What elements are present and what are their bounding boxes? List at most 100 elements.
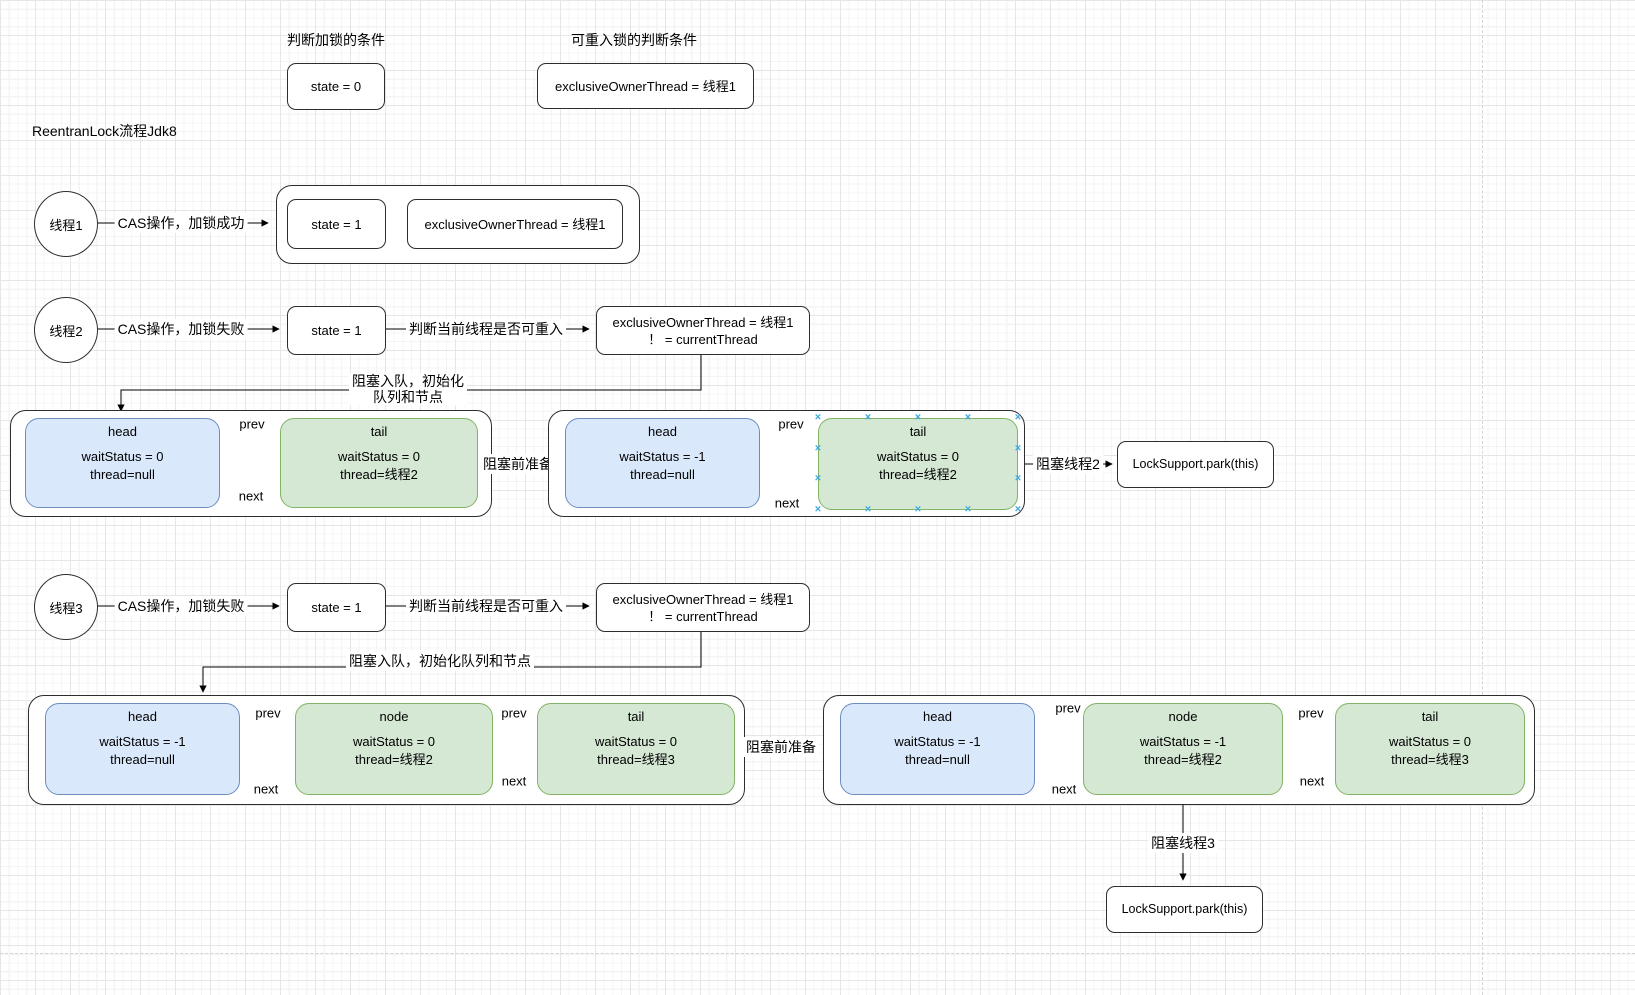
state-box-thread1[interactable]: state = 1	[287, 199, 386, 249]
edge-label-block-thread3[interactable]: 阻塞线程3	[1148, 833, 1218, 853]
edge-label-next[interactable]: next	[235, 488, 267, 504]
selection-handle-icon[interactable]: ×	[914, 503, 922, 516]
queue-node-title: head	[128, 709, 157, 724]
selection-handle-icon[interactable]: ×	[864, 411, 872, 424]
page-boundary-horizontal	[0, 953, 1635, 954]
queue-node-title: node	[1168, 709, 1198, 724]
queue-node-line1: waitStatus = -1	[619, 449, 706, 464]
edge-label-block-thread2[interactable]: 阻塞线程2	[1033, 454, 1103, 474]
queue-node-line1: waitStatus = 0	[1388, 734, 1472, 749]
owner-box-thread3-line2: ！ = currentThread	[648, 608, 758, 624]
owner-box-thread3[interactable]: exclusiveOwnerThread = 线程1 ！ = currentTh…	[596, 583, 810, 632]
queue-node-title: tail	[1421, 709, 1439, 724]
edge-label-next[interactable]: next	[771, 495, 803, 511]
queue2-tail-node-selected[interactable]: tail waitStatus = 0 thread=线程2	[818, 418, 1018, 510]
queue-node-line2: thread=null	[630, 467, 695, 482]
queue-node-line1: waitStatus = -1	[1139, 734, 1227, 749]
edge-label-thread1-cas[interactable]: CAS操作，加锁成功	[114, 213, 248, 233]
queue1-head-node[interactable]: head waitStatus = 0 thread=null	[25, 418, 220, 508]
queue-node-line2: thread=线程2	[879, 467, 957, 482]
selection-handle-icon[interactable]: ×	[964, 503, 972, 516]
queue-node-line2: thread=线程2	[1144, 752, 1222, 767]
queue3-middle-node[interactable]: node waitStatus = 0 thread=线程2	[295, 703, 493, 795]
edge-label-next[interactable]: next	[1296, 773, 1328, 789]
selection-handle-icon[interactable]: ×	[1014, 503, 1022, 516]
edge-label-prev[interactable]: prev	[252, 705, 284, 721]
edge-label-prev[interactable]: prev	[1052, 700, 1084, 716]
queue-node-line2: thread=null	[110, 752, 175, 767]
selection-handle-icon[interactable]: ×	[1014, 442, 1022, 455]
queue-node-title: tail	[909, 424, 927, 439]
actor-thread1[interactable]: 线程1	[34, 191, 98, 257]
owner-box-thread2[interactable]: exclusiveOwnerThread = 线程1 ！ = currentTh…	[596, 306, 810, 355]
selection-handle-icon[interactable]: ×	[814, 503, 822, 516]
reentrant-condition-box[interactable]: exclusiveOwnerThread = 线程1	[537, 63, 754, 109]
enqueue-label-line2: 队列和节点	[373, 389, 443, 405]
queue-node-line1: waitStatus = 0	[352, 734, 436, 749]
selection-handle-icon[interactable]: ×	[1014, 472, 1022, 485]
edge-label-next[interactable]: next	[250, 781, 282, 797]
edge-label-thread3-check[interactable]: 判断当前线程是否可重入	[406, 596, 566, 616]
edge-label-thread2-enqueue[interactable]: 阻塞入队，初始化 队列和节点	[349, 373, 467, 405]
owner-box-thread3-line1: exclusiveOwnerThread = 线程1	[612, 591, 794, 607]
queue4-middle-node[interactable]: node waitStatus = -1 thread=线程2	[1083, 703, 1283, 795]
edge-label-next[interactable]: next	[1048, 781, 1080, 797]
edge-label-prev[interactable]: prev	[775, 416, 807, 432]
queue-node-title: head	[923, 709, 952, 724]
reentrant-condition-label: 可重入锁的判断条件	[571, 32, 697, 48]
diagram-title: ReentranLock流程Jdk8	[32, 123, 177, 139]
page-boundary-vertical	[1482, 0, 1483, 995]
queue1-tail-node[interactable]: tail waitStatus = 0 thread=线程2	[280, 418, 478, 508]
queue-node-title: tail	[370, 424, 388, 439]
edge-label-thread3-enqueue[interactable]: 阻塞入队，初始化队列和节点	[346, 651, 534, 671]
queue-node-line2: thread=null	[90, 467, 155, 482]
edge-label-prepare2[interactable]: 阻塞前准备	[480, 454, 556, 474]
selection-handle-icon[interactable]: ×	[814, 442, 822, 455]
queue-node-title: node	[379, 709, 409, 724]
lock-condition-label: 判断加锁的条件	[287, 32, 385, 48]
queue4-head-node[interactable]: head waitStatus = -1 thread=null	[840, 703, 1035, 795]
enqueue-label-line1: 阻塞入队，初始化	[352, 373, 464, 389]
queue-node-title: head	[108, 424, 137, 439]
park-box-thread2[interactable]: LockSupport.park(this)	[1117, 441, 1274, 488]
state-box-thread3[interactable]: state = 1	[287, 583, 386, 632]
edge-label-prev[interactable]: prev	[498, 705, 530, 721]
queue2-head-node[interactable]: head waitStatus = -1 thread=null	[565, 418, 760, 508]
state-box-thread2[interactable]: state = 1	[287, 306, 386, 355]
queue-node-line2: thread=线程3	[1391, 752, 1469, 767]
selection-handle-icon[interactable]: ×	[864, 503, 872, 516]
queue-node-title: head	[648, 424, 677, 439]
queue-node-line1: waitStatus = 0	[594, 734, 678, 749]
queue-node-line1: waitStatus = 0	[876, 449, 960, 464]
selection-handle-icon[interactable]: ×	[814, 411, 822, 424]
actor-thread2[interactable]: 线程2	[34, 297, 98, 363]
park-box-thread3[interactable]: LockSupport.park(this)	[1106, 886, 1263, 933]
queue4-tail-node[interactable]: tail waitStatus = 0 thread=线程3	[1335, 703, 1525, 795]
lock-condition-box[interactable]: state = 0	[287, 63, 385, 110]
edge-label-prev[interactable]: prev	[1295, 705, 1327, 721]
queue-node-title: tail	[627, 709, 645, 724]
selection-handle-icon[interactable]: ×	[814, 472, 822, 485]
actor-thread3[interactable]: 线程3	[34, 574, 98, 640]
owner-box-thread1[interactable]: exclusiveOwnerThread = 线程1	[407, 199, 623, 249]
edge-label-thread3-cas[interactable]: CAS操作，加锁失败	[114, 596, 248, 616]
edge-label-thread2-cas[interactable]: CAS操作，加锁失败	[114, 319, 248, 339]
queue-node-line1: waitStatus = 0	[337, 449, 421, 464]
owner-box-thread2-line1: exclusiveOwnerThread = 线程1	[612, 314, 794, 330]
selection-handle-icon[interactable]: ×	[964, 411, 972, 424]
queue-node-line2: thread=线程2	[355, 752, 433, 767]
edge-label-prev[interactable]: prev	[236, 416, 268, 432]
queue-node-line1: waitStatus = -1	[894, 734, 981, 749]
queue-node-line2: thread=线程2	[340, 467, 418, 482]
edge-label-next[interactable]: next	[498, 773, 530, 789]
owner-box-thread2-line2: ！ = currentThread	[648, 331, 758, 347]
selection-handle-icon[interactable]: ×	[1014, 411, 1022, 424]
queue-node-line1: waitStatus = 0	[81, 449, 164, 464]
edge-label-prepare3[interactable]: 阻塞前准备	[743, 737, 819, 757]
edge-label-thread2-check[interactable]: 判断当前线程是否可重入	[406, 319, 566, 339]
queue-node-line2: thread=null	[905, 752, 970, 767]
selection-handle-icon[interactable]: ×	[914, 411, 922, 424]
